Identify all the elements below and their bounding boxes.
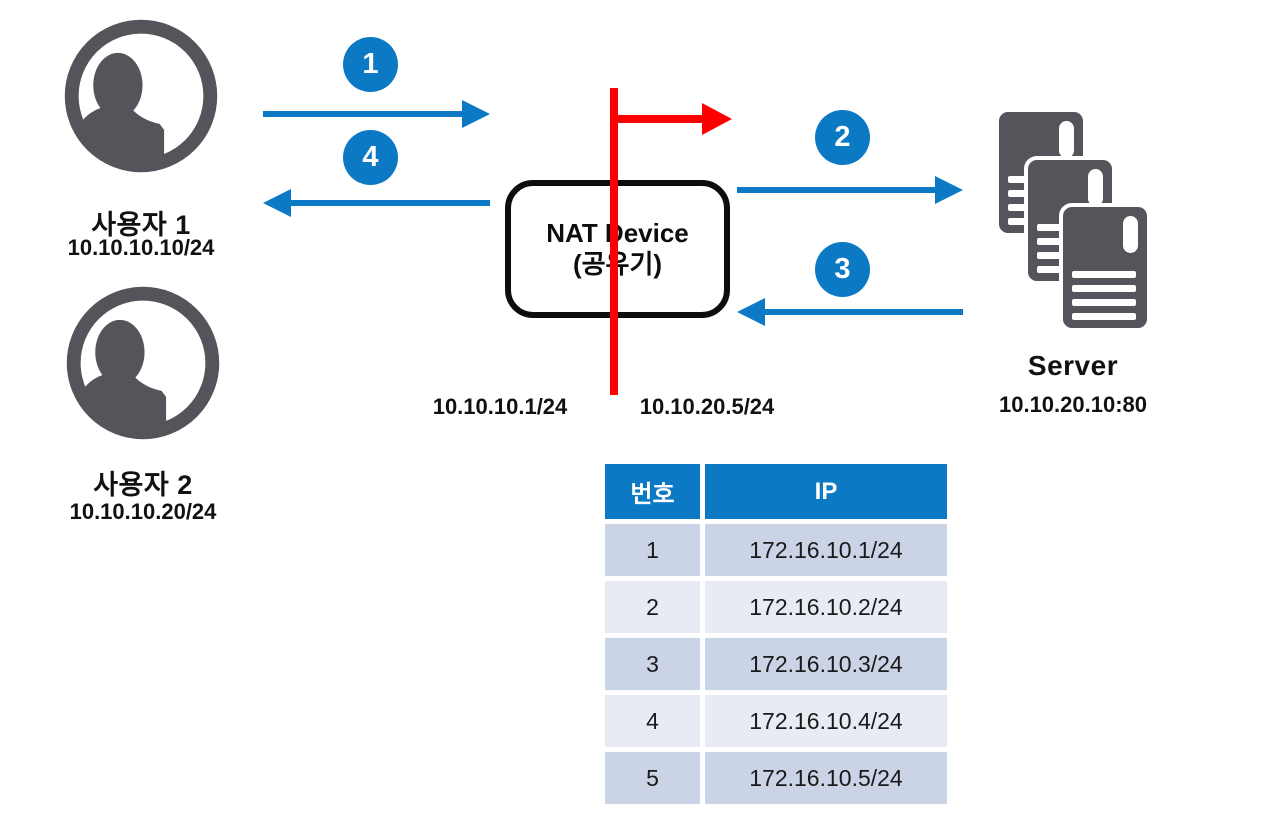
server-ip-label: 10.10.20.10:80 bbox=[998, 392, 1148, 417]
arrow-shaft bbox=[288, 200, 490, 206]
step-badge-4: 4 bbox=[343, 130, 398, 185]
user1-name-label: 사용자 1 bbox=[91, 210, 191, 240]
arrow-shaft bbox=[737, 187, 938, 193]
flow-arrow-3-left bbox=[737, 298, 963, 326]
arrow-head bbox=[462, 100, 490, 128]
arrow-head bbox=[263, 189, 291, 217]
table-header-row: 번호 IP bbox=[605, 464, 947, 519]
user1-ip-label: 10.10.10.10/24 bbox=[67, 235, 215, 260]
table-row: 4 172.16.10.4/24 bbox=[605, 695, 947, 747]
nat-mapping-table: 번호 IP 1 172.16.10.1/24 2 172.16.10.2/24 … bbox=[605, 464, 947, 809]
arrow-shaft bbox=[762, 309, 963, 315]
nat-translate-arrow bbox=[614, 103, 732, 135]
table-cell-ip: 172.16.10.1/24 bbox=[705, 524, 947, 576]
step-badge-3: 3 bbox=[815, 242, 870, 297]
table-cell-number: 5 bbox=[605, 752, 700, 804]
nat-outside-ip-label: 10.10.20.5/24 bbox=[639, 394, 775, 419]
step-badge-2: 2 bbox=[815, 110, 870, 165]
step-badge-1: 1 bbox=[343, 37, 398, 92]
flow-arrow-1-right bbox=[263, 100, 490, 128]
nat-inside-ip-label: 10.10.10.1/24 bbox=[432, 394, 568, 419]
table-cell-ip: 172.16.10.3/24 bbox=[705, 638, 947, 690]
table-cell-number: 3 bbox=[605, 638, 700, 690]
arrow-head bbox=[737, 298, 765, 326]
table-row: 5 172.16.10.5/24 bbox=[605, 752, 947, 804]
user2-name-label: 사용자 2 bbox=[93, 470, 193, 500]
user2-ip-label: 10.10.10.20/24 bbox=[69, 499, 217, 524]
arrow-shaft bbox=[263, 111, 465, 117]
nat-boundary-line bbox=[610, 88, 618, 395]
table-cell-ip: 172.16.10.2/24 bbox=[705, 581, 947, 633]
table-header-ip: IP bbox=[705, 464, 947, 519]
table-cell-number: 2 bbox=[605, 581, 700, 633]
table-header-number: 번호 bbox=[605, 464, 700, 519]
flow-arrow-4-left bbox=[263, 189, 490, 217]
server-stack-icon bbox=[995, 108, 1153, 336]
table-cell-number: 4 bbox=[605, 695, 700, 747]
arrow-head bbox=[702, 103, 732, 135]
table-cell-number: 1 bbox=[605, 524, 700, 576]
server-name-label: Server bbox=[1027, 350, 1119, 381]
table-row: 2 172.16.10.2/24 bbox=[605, 581, 947, 633]
table-row: 1 172.16.10.1/24 bbox=[605, 524, 947, 576]
flow-arrow-2-right bbox=[737, 176, 963, 204]
arrow-shaft bbox=[614, 115, 705, 123]
arrow-head bbox=[935, 176, 963, 204]
table-cell-ip: 172.16.10.5/24 bbox=[705, 752, 947, 804]
table-row: 3 172.16.10.3/24 bbox=[605, 638, 947, 690]
table-cell-ip: 172.16.10.4/24 bbox=[705, 695, 947, 747]
user1-avatar-icon bbox=[64, 19, 218, 173]
user2-avatar-icon bbox=[66, 286, 220, 440]
